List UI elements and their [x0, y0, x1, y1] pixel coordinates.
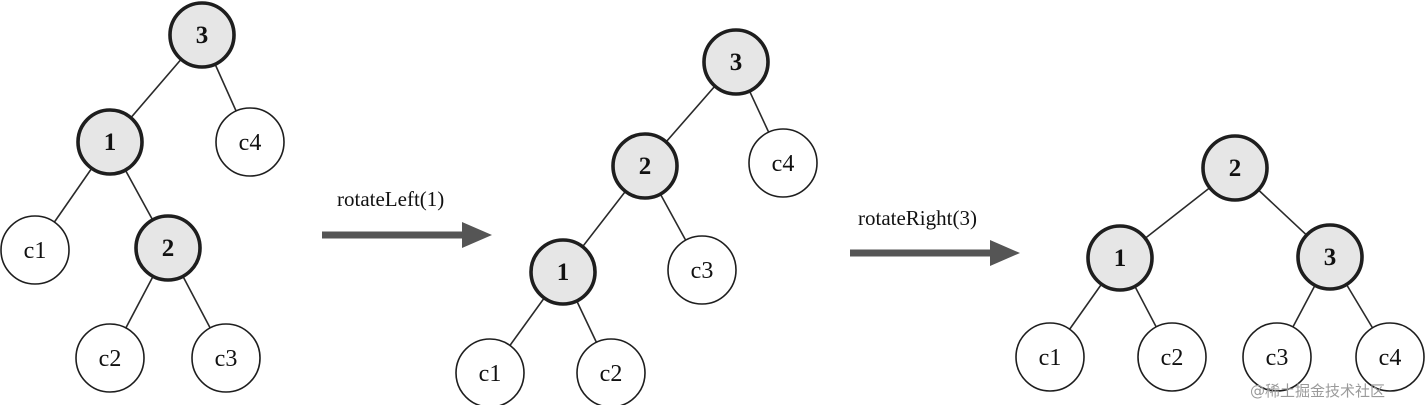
- watermark: @稀土掘金技术社区: [1250, 382, 1385, 400]
- tree-3-node-n3: 3: [1296, 223, 1364, 291]
- tree-2-node-n3: 3: [702, 28, 770, 96]
- rotate-left-arrow: [322, 222, 492, 248]
- node-label: c1: [1039, 345, 1062, 371]
- node-label: 3: [196, 22, 209, 49]
- node-label: c3: [691, 258, 714, 284]
- node-label: 1: [557, 259, 570, 286]
- node-label: c4: [239, 130, 262, 156]
- node-circle: [611, 132, 679, 200]
- node-label: c2: [1161, 345, 1184, 371]
- node-label: 2: [162, 235, 175, 262]
- node-label: c3: [1266, 345, 1289, 371]
- tree-3-node-c3: c3: [1242, 322, 1312, 392]
- tree-1-node-n3: 3: [168, 1, 236, 69]
- node-label: c1: [479, 361, 502, 387]
- rotate-right-arrow: [850, 240, 1020, 266]
- node-circle: [1355, 322, 1425, 392]
- tree-1-node-c1: c1: [0, 215, 70, 285]
- tree-3-node-c4: c4: [1355, 322, 1425, 392]
- tree-1-node-n1: 1: [76, 108, 144, 176]
- tree-2-node-n2: 2: [611, 132, 679, 200]
- node-circle: [667, 235, 737, 305]
- node-label: 1: [1114, 245, 1127, 272]
- node-circle: [1015, 322, 1085, 392]
- node-circle: [191, 323, 261, 393]
- node-circle: [215, 107, 285, 177]
- node-label: c1: [24, 238, 47, 264]
- tree-3-node-c2: c2: [1137, 322, 1207, 392]
- node-label: 1: [104, 129, 117, 156]
- tree-2-node-c3: c3: [667, 235, 737, 305]
- node-label: c2: [99, 346, 122, 372]
- tree-2-node-c1: c1: [455, 338, 525, 405]
- node-circle: [455, 338, 525, 405]
- node-label: c4: [772, 151, 795, 177]
- node-label: c2: [600, 361, 623, 387]
- node-circle: [702, 28, 770, 96]
- node-circle: [748, 128, 818, 198]
- rotate-right-label: rotateRight(3): [858, 206, 977, 230]
- node-circle: [76, 108, 144, 176]
- node-label: 2: [639, 153, 652, 180]
- node-circle: [1201, 134, 1269, 202]
- node-circle: [1242, 322, 1312, 392]
- node-label: c4: [1379, 345, 1402, 371]
- node-circle: [1086, 224, 1154, 292]
- tree-1-node-c4: c4: [215, 107, 285, 177]
- tree-2-node-c4: c4: [748, 128, 818, 198]
- tree-1-node-c2: c2: [75, 323, 145, 393]
- node-label: c3: [215, 346, 238, 372]
- tree-1-node-n2: 2: [134, 214, 202, 282]
- node-circle: [1296, 223, 1364, 291]
- tree-3-node-n1: 1: [1086, 224, 1154, 292]
- node-label: 3: [1324, 244, 1337, 271]
- node-circle: [0, 215, 70, 285]
- node-circle: [576, 338, 646, 405]
- node-circle: [134, 214, 202, 282]
- tree-1-node-c3: c3: [191, 323, 261, 393]
- node-circle: [168, 1, 236, 69]
- tree-2-node-n1: 1: [529, 238, 597, 306]
- tree-3-node-c1: c1: [1015, 322, 1085, 392]
- tree-2-node-c2: c2: [576, 338, 646, 405]
- rotate-left-label: rotateLeft(1): [337, 187, 444, 211]
- node-label: 3: [730, 49, 743, 76]
- node-label: 2: [1229, 155, 1242, 182]
- node-circle: [75, 323, 145, 393]
- tree-3-node-n2: 2: [1201, 134, 1269, 202]
- node-circle: [529, 238, 597, 306]
- node-circle: [1137, 322, 1207, 392]
